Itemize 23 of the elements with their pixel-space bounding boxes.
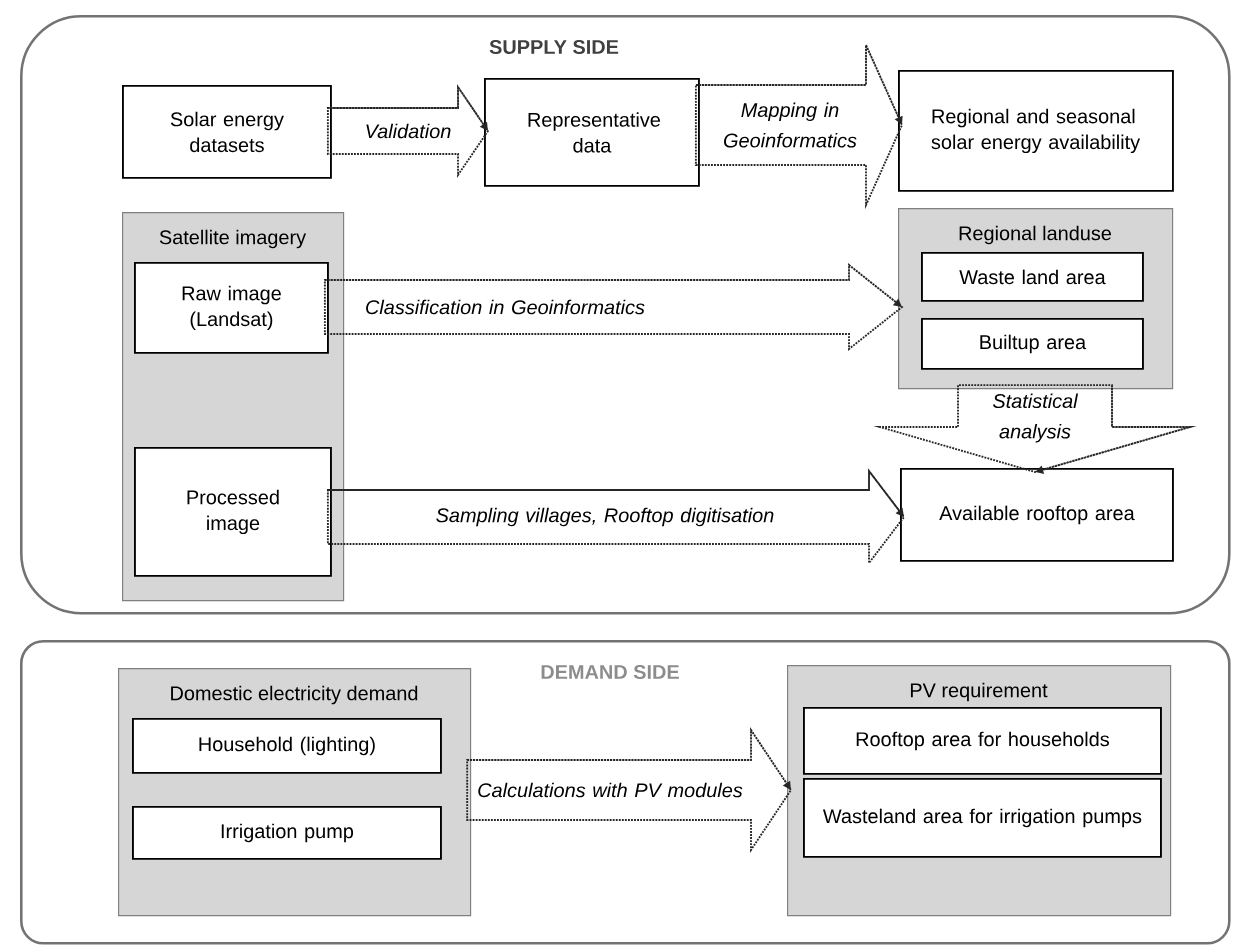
block-arrow xyxy=(466,726,793,854)
edge-label: Classification in Geoinformatics xyxy=(366,299,645,315)
process-box: Available rooftop area xyxy=(900,468,1174,562)
process-box: Solar energy datasets xyxy=(122,85,332,179)
edge-label: Statistical analysis xyxy=(992,393,1079,443)
process-box: Representative data xyxy=(484,78,700,187)
process-box: Wasteland area for irrigation pumps xyxy=(803,778,1162,858)
process-box: Waste land area xyxy=(921,252,1144,302)
block-arrow xyxy=(873,384,1197,474)
process-box: Processed image xyxy=(134,447,332,577)
edge-label: Calculations with PV modules xyxy=(478,782,743,798)
block-arrow xyxy=(326,83,490,179)
process-box: Builtup area xyxy=(921,318,1144,370)
process-box: Irrigation pump xyxy=(132,806,442,860)
process-box: Rooftop area for households xyxy=(803,707,1162,775)
edge-label: Validation xyxy=(366,123,451,139)
process-box: Household (lighting) xyxy=(132,718,442,774)
block-arrow xyxy=(323,263,904,351)
process-box: Regional and seasonal solar energy availability xyxy=(898,70,1174,192)
edge-label: Sampling villages, Rooftop digitisation xyxy=(436,507,774,527)
block-arrow xyxy=(326,468,906,566)
process-box: Raw image (Landsat) xyxy=(134,262,329,354)
edge-label: Mapping in Geoinformatics xyxy=(724,102,857,148)
